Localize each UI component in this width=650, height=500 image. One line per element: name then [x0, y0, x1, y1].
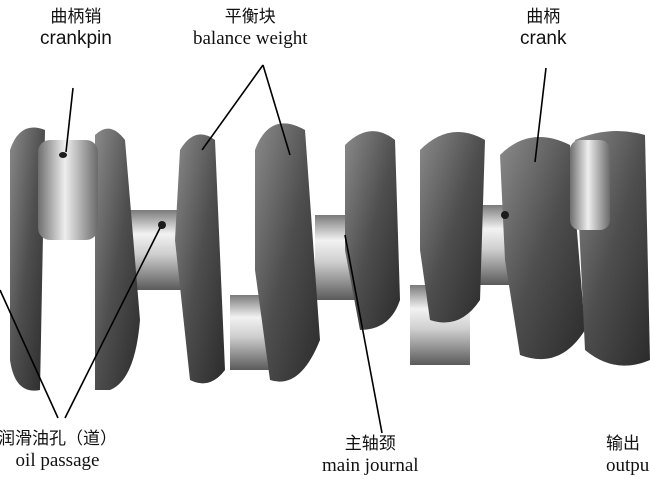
oil-holes [59, 152, 509, 229]
label-balance-weight-en: balance weight [193, 27, 308, 49]
label-main-journal-en: main journal [322, 454, 419, 476]
label-crankpin-en: crankpin [40, 27, 112, 49]
label-balance-weight: 平衡块 balance weight [193, 7, 308, 49]
label-crankpin: 曲柄销 crankpin [40, 7, 112, 49]
label-output: 输出 outpu [606, 434, 650, 476]
crankpins [38, 140, 610, 240]
label-oil-passage-zh: 润滑油孔（道） [0, 429, 117, 449]
label-oil-passage-en: oil passage [15, 449, 100, 471]
label-crankpin-zh: 曲柄销 [50, 7, 102, 27]
label-crank-en: crank [520, 27, 567, 49]
label-oil-passage: 润滑油孔（道） oil passage [0, 429, 117, 471]
label-crank: 曲柄 crank [520, 7, 567, 49]
leader-lines [0, 64, 547, 434]
label-main-journal-zh: 主轴颈 [344, 434, 396, 454]
label-output-en: outpu [606, 454, 650, 476]
label-main-journal: 主轴颈 main journal [322, 434, 419, 476]
label-crank-zh: 曲柄 [526, 7, 561, 27]
label-output-zh: 输出 [606, 434, 640, 454]
crank-webs [10, 123, 650, 391]
label-balance-weight-zh: 平衡块 [224, 7, 276, 27]
